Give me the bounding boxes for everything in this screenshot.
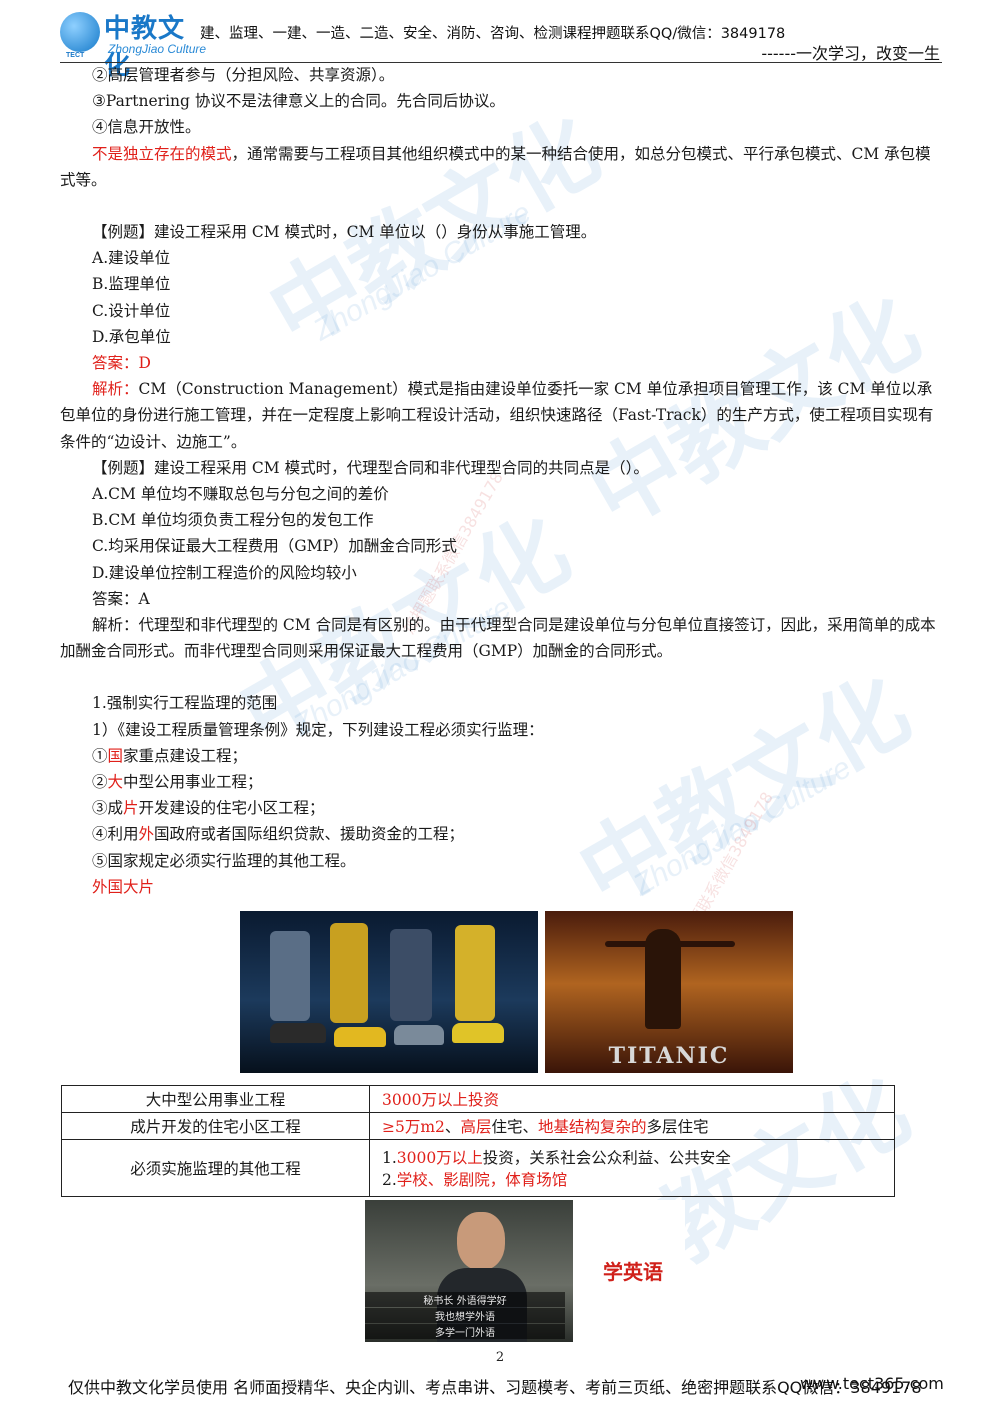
robot-shape bbox=[270, 931, 310, 1021]
table-row: 必须实施监理的其他工程 1.3000万以上投资，关系社会公众利益、公共安全 2.… bbox=[61, 1139, 895, 1197]
table-cell: 必须实施监理的其他工程 bbox=[61, 1139, 370, 1197]
option-c: C.均采用保证最大工程费用（GMP）加酬金合同形式 bbox=[92, 537, 457, 556]
page-header: 中教文化 ZhongJiao Culture TECT 建、监理、一建、一造、二… bbox=[0, 0, 1000, 81]
logo-subtitle: ZhongJiao Culture bbox=[108, 42, 207, 56]
answer-1: 答案：D bbox=[92, 354, 151, 373]
video-still: 学英语 秘书长 外语得学好 我也想学外语 多学一门外语 bbox=[365, 1200, 685, 1342]
option-a: A.CM 单位均不赚取总包与分包之间的差价 bbox=[92, 485, 389, 504]
robot-shape bbox=[330, 923, 368, 1023]
answer-2: 答案：A bbox=[92, 589, 150, 608]
table-cell: 3000万以上投资 bbox=[369, 1085, 895, 1113]
car-shape bbox=[270, 1023, 326, 1043]
globe-icon bbox=[60, 12, 100, 52]
mnemonic-char: 国 bbox=[107, 746, 124, 765]
option-d: D.建设单位控制工程造价的风险均较小 bbox=[92, 563, 357, 582]
page-number: 2 bbox=[495, 1350, 505, 1365]
header-divider bbox=[60, 62, 942, 63]
note-highlight: 不是独立存在的模式 bbox=[92, 144, 232, 163]
robot-shape bbox=[455, 925, 495, 1021]
section-subtitle: 1）《建设工程质量管理条例》规定，下列建设工程必须实行监理： bbox=[92, 720, 544, 739]
car-shape bbox=[334, 1027, 386, 1047]
mnemonic-char: 大 bbox=[107, 773, 124, 792]
logo-title: 中教文化 bbox=[104, 14, 186, 81]
supervision-scope-table: 大中型公用事业工程 3000万以上投资 成片开发的住宅小区工程 ≥5万m2、高层… bbox=[61, 1085, 895, 1197]
subtitle-line: 我也想学外语 bbox=[365, 1308, 565, 1323]
note-text: ，通常需要与工程项目其他组织模式中的某一种结合使用，如总分包模式、平行承包模式、… bbox=[60, 144, 931, 189]
robot-shape bbox=[390, 929, 432, 1021]
option-d: D.承包单位 bbox=[92, 327, 171, 346]
subtitle-line: 秘书长 外语得学好 bbox=[365, 1292, 565, 1307]
transformers-image bbox=[240, 911, 538, 1073]
table-cell: 1.3000万以上投资，关系社会公众利益、公共安全 2.学校、影剧院，体育场馆 bbox=[369, 1139, 895, 1197]
mnemonic-char: 外 bbox=[138, 825, 155, 844]
option-a: A.建设单位 bbox=[92, 249, 171, 268]
footer-website: www.tect365.com bbox=[800, 1374, 944, 1393]
table-cell: 大中型公用事业工程 bbox=[61, 1085, 370, 1113]
option-b: B.监理单位 bbox=[92, 275, 171, 294]
titanic-image: TITANIC bbox=[545, 911, 793, 1073]
scope-item-1: ①国家重点建设工程； bbox=[92, 746, 248, 765]
explanation-1: 解析：CM（Construction Management）模式是指由建设单位委… bbox=[60, 376, 940, 455]
option-c: C.设计单位 bbox=[92, 301, 171, 320]
footer-text: 仅供中教文化学员使用 名师面授精华、央企内训、考点串讲、习题模考、考前三页纸、绝… bbox=[68, 1378, 922, 1397]
car-shape bbox=[394, 1025, 444, 1045]
explanation-label: 解析： bbox=[92, 380, 139, 399]
table-cell: 成片开发的住宅小区工程 bbox=[61, 1112, 370, 1140]
document-body: ②高层管理者参与（分担风险、共享资源）。 ③Partnering 协议不是法律意… bbox=[60, 62, 940, 900]
section-title: 1.强制实行工程监理的范围 bbox=[92, 694, 278, 713]
brand-logo: 中教文化 ZhongJiao Culture TECT bbox=[58, 8, 208, 81]
example-question-2: 【例题】建设工程采用 CM 模式时，代理型合同和非代理型合同的共同点是（）。 bbox=[92, 458, 649, 477]
partnering-item-2: ②高层管理者参与（分担风险、共享资源）。 bbox=[92, 66, 395, 84]
illustration-images: TITANIC bbox=[240, 911, 800, 1074]
logo-tect: TECT bbox=[66, 52, 85, 59]
explanation-text: CM（Construction Management）模式是指由建设单位委托一家… bbox=[60, 380, 934, 451]
scope-item-5: ⑤国家规定必须实行监理的其他工程。 bbox=[92, 851, 356, 870]
header-course-line: 建、监理、一建、一造、二造、安全、消防、咨询、检测课程押题联系QQ/微信：384… bbox=[200, 26, 786, 42]
explanation-2: 解析：代理型和非代理型的 CM 合同是有区别的。由于代理型合同是建设单位与分包单… bbox=[60, 616, 936, 661]
table-row: 大中型公用事业工程 3000万以上投资 bbox=[61, 1085, 895, 1113]
partnering-note: 不是独立存在的模式，通常需要与工程项目其他组织模式中的某一种结合使用，如总分包模… bbox=[60, 141, 940, 193]
scope-item-3: ③成片开发建设的住宅小区工程； bbox=[92, 799, 325, 818]
option-b: B.CM 单位均须负责工程分包的发包工作 bbox=[92, 511, 374, 530]
table-row: 成片开发的住宅小区工程 ≥5万m2、高层住宅、地基结构复杂的多层住宅 bbox=[61, 1112, 895, 1140]
scope-item-2: ②大中型公用事业工程； bbox=[92, 773, 263, 792]
couple-shape bbox=[645, 929, 681, 1029]
video-label: 学英语 bbox=[603, 1260, 663, 1284]
titanic-title: TITANIC bbox=[608, 1043, 730, 1069]
table-cell: ≥5万m2、高层住宅、地基结构复杂的多层住宅 bbox=[369, 1112, 895, 1140]
partnering-item-4: ④信息开放性。 bbox=[92, 118, 201, 137]
mnemonic: 外国大片 bbox=[92, 877, 155, 896]
scope-item-4: ④利用外国政府或者国际组织贷款、援助资金的工程； bbox=[92, 825, 465, 844]
header-slogan: ------一次学习，改变一生 bbox=[761, 44, 940, 63]
subtitle-line: 多学一门外语 bbox=[365, 1324, 565, 1339]
label-panel bbox=[573, 1200, 685, 1342]
partnering-item-3: ③Partnering 协议不是法律意义上的合同。先合同后协议。 bbox=[92, 92, 505, 111]
car-shape bbox=[452, 1023, 504, 1043]
mnemonic-char: 片 bbox=[123, 799, 139, 818]
example-question-1: 【例题】建设工程采用 CM 模式时，CM 单位以（）身份从事施工管理。 bbox=[92, 223, 597, 242]
